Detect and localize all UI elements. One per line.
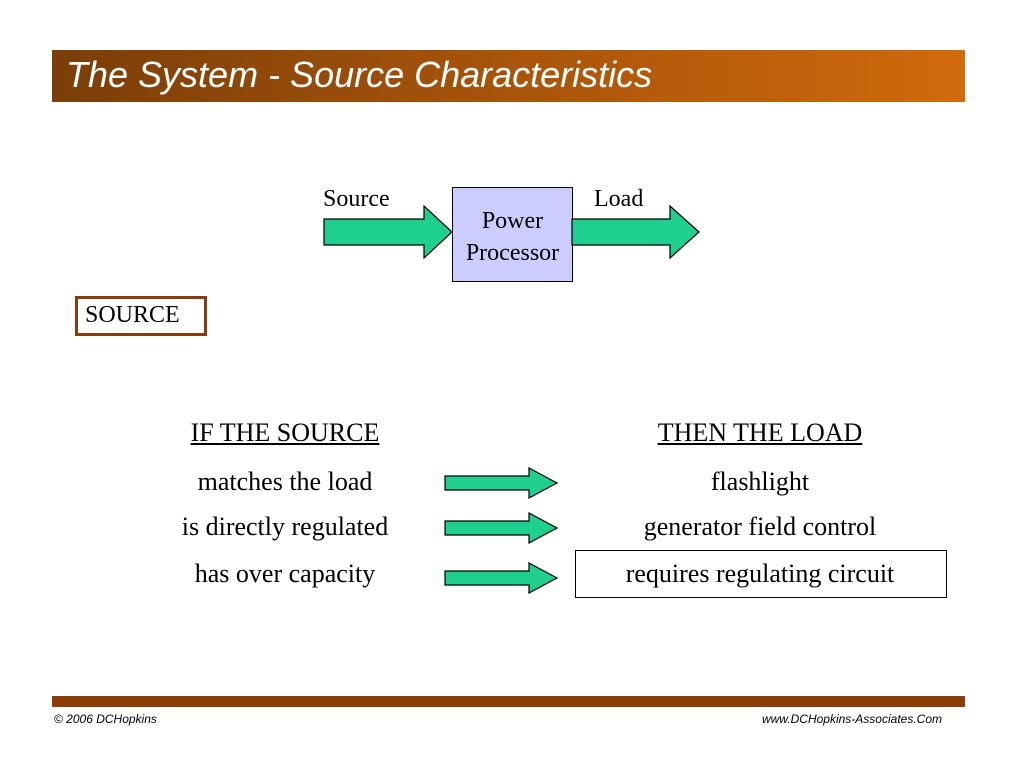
condition-cell: matches the load [197, 467, 373, 496]
footer-copyright: © 2006 DCHopkins [54, 712, 157, 726]
power-processor-box: Power Processor [452, 187, 573, 282]
load-label: Load [594, 186, 644, 212]
title-bar: The System - Source Characteristics [52, 50, 965, 102]
condition-cell: has over capacity [194, 559, 376, 588]
result-cell: generator field control [643, 512, 877, 541]
right-arrow-icon [444, 561, 559, 595]
section-label-box: SOURCE [75, 296, 207, 336]
result-cell: requires regulating circuit [625, 559, 895, 588]
condition-cell: is directly regulated [181, 512, 389, 541]
source-label: Source [323, 186, 390, 212]
right-arrow-icon [444, 466, 559, 500]
section-label: SOURCE [85, 302, 180, 328]
power-processor-line1: Power [481, 208, 544, 234]
left-column-header: IF THE SOURCE [190, 418, 380, 447]
highlighted-result-box [575, 550, 947, 598]
footer-bar [52, 696, 965, 707]
load-arrow-icon [571, 204, 700, 260]
right-arrow-icon [444, 511, 559, 545]
result-cell: flashlight [710, 467, 810, 496]
slide-title: The System - Source Characteristics [66, 54, 653, 95]
footer-website: www.DCHopkins-Associates.Com [761, 712, 942, 726]
power-processor-line2: Processor [465, 240, 560, 266]
right-column-header: THEN THE LOAD [657, 418, 863, 447]
source-arrow-icon [323, 204, 453, 260]
